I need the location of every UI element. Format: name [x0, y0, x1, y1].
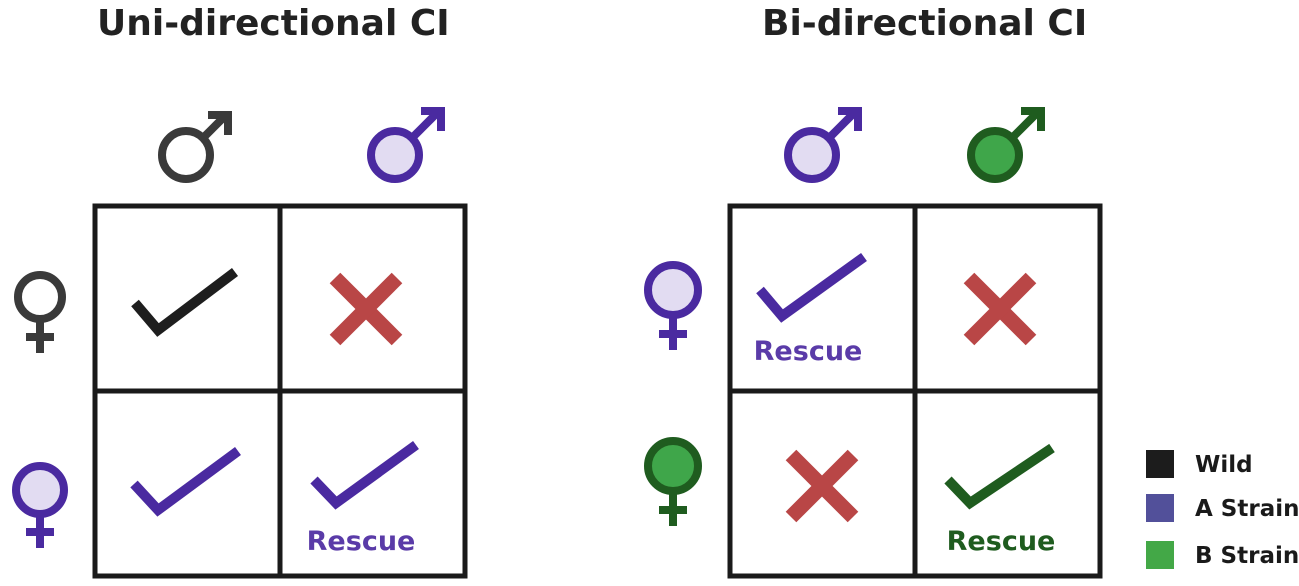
legend-label: B Strain	[1195, 543, 1299, 569]
female-symbol-icon	[644, 437, 702, 526]
female-symbol-icon	[14, 271, 66, 353]
female-symbol-icon	[12, 462, 68, 548]
check-icon	[756, 252, 867, 323]
panel-title: Uni-directional CI	[97, 3, 450, 44]
legend-swatch	[1146, 541, 1174, 569]
legend-swatch	[1146, 494, 1174, 522]
rescue-label: Rescue	[947, 526, 1056, 557]
rescue-label: Rescue	[754, 336, 863, 367]
legend-item-wild: Wild	[1146, 450, 1253, 478]
cross-icon	[329, 272, 403, 346]
legend-item-b-strain: B Strain	[1146, 541, 1299, 569]
male-symbol-icon	[967, 107, 1045, 183]
rescue-label: Rescue	[307, 526, 416, 557]
male-symbol-icon	[367, 107, 445, 183]
check-icon	[310, 440, 419, 510]
punnett-grid	[92, 203, 468, 579]
legend-label: Wild	[1195, 452, 1253, 478]
legend-swatch	[1146, 450, 1174, 478]
punnett-grid	[727, 203, 1103, 579]
male-symbol-icon	[784, 107, 862, 183]
cross-icon	[963, 272, 1037, 346]
legend-label: A Strain	[1195, 496, 1299, 522]
female-symbol-icon	[644, 261, 702, 350]
panel-title: Bi-directional CI	[762, 3, 1087, 44]
check-icon	[131, 268, 239, 337]
cross-icon	[785, 449, 859, 523]
male-symbol-icon	[158, 111, 232, 183]
panel-uni-directional: Uni-directional CI	[12, 3, 468, 579]
panel-bi-directional: Bi-directional CI	[644, 3, 1103, 579]
legend-item-a-strain: A Strain	[1146, 494, 1299, 522]
check-icon	[130, 446, 241, 517]
check-icon	[944, 443, 1055, 510]
legend: Wild A Strain B Strain	[1146, 450, 1299, 569]
